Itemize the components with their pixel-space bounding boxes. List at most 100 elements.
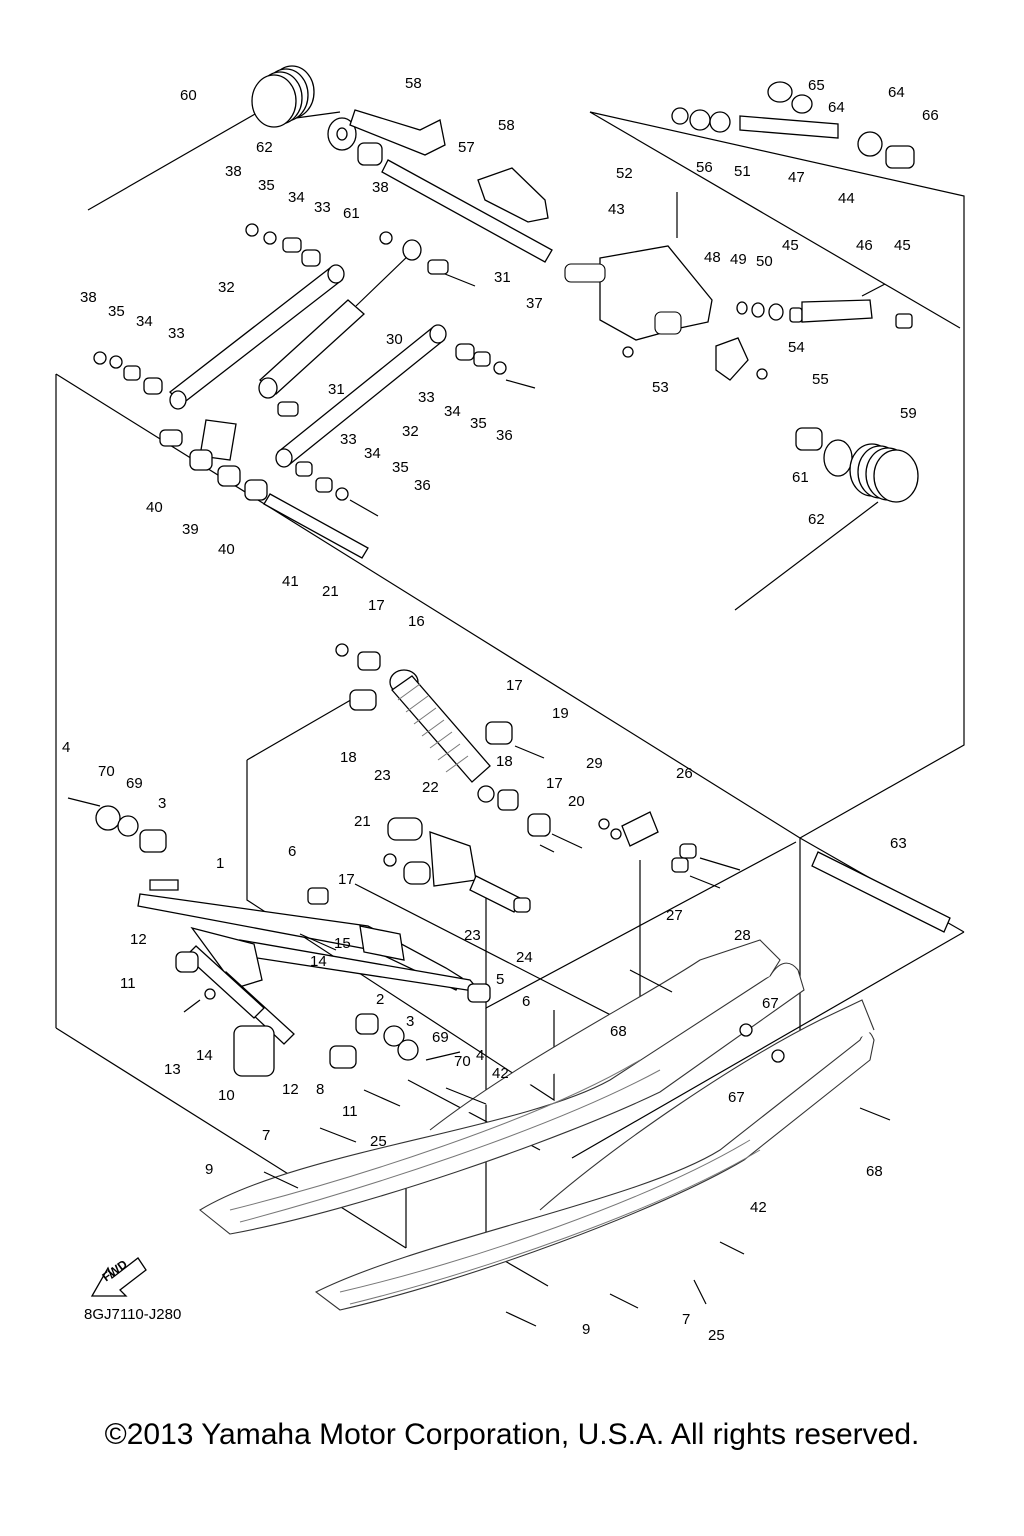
callout-6: 6: [288, 843, 296, 860]
callout-8: 8: [316, 1081, 324, 1098]
callout-33: 33: [314, 199, 331, 216]
callout-34: 34: [288, 189, 305, 206]
callout-19: 19: [552, 705, 569, 722]
callout-69: 69: [126, 775, 143, 792]
callout-61: 61: [792, 469, 809, 486]
callout-14: 14: [196, 1047, 213, 1064]
callout-17: 17: [368, 597, 385, 614]
callout-27: 27: [666, 907, 683, 924]
damper-30: [258, 239, 422, 399]
callout-33: 33: [418, 389, 435, 406]
callout-34: 34: [136, 313, 153, 330]
callout-62: 62: [808, 511, 825, 528]
callout-29: 29: [586, 755, 603, 772]
callout-35: 35: [258, 177, 275, 194]
callout-70: 70: [98, 763, 115, 780]
callout-35: 35: [108, 303, 125, 320]
link-32-right: [275, 324, 447, 468]
washer-49: [751, 302, 765, 318]
upper-frame-lines: [55, 111, 965, 1287]
callout-42: 42: [492, 1065, 509, 1082]
spacer-58-right: [477, 167, 549, 223]
callout-32: 32: [402, 423, 419, 440]
callout-33: 33: [168, 325, 185, 342]
callout-60: 60: [180, 87, 197, 104]
callout-23: 23: [374, 767, 391, 784]
callout-68: 68: [866, 1163, 883, 1180]
bracket-43: [564, 245, 713, 341]
callout-69: 69: [432, 1029, 449, 1046]
callout-15: 15: [334, 935, 351, 952]
spacer-58-left: [349, 109, 446, 156]
callout-2: 2: [376, 991, 384, 1008]
callout-55: 55: [812, 371, 829, 388]
callout-5: 5: [496, 971, 504, 988]
callout-68: 68: [610, 1023, 627, 1040]
callout-11: 11: [342, 1103, 358, 1120]
shaft-57: [381, 159, 553, 263]
callout-63: 63: [890, 835, 907, 852]
callout-18: 18: [340, 749, 357, 766]
clip-48: [736, 301, 748, 315]
callout-54: 54: [788, 339, 805, 356]
diagram-code: 8GJ7110-J280: [84, 1306, 182, 1323]
callout-59: 59: [900, 405, 917, 422]
callout-14: 14: [310, 953, 327, 970]
callout-36: 36: [414, 477, 431, 494]
callout-32: 32: [218, 279, 235, 296]
callout-24: 24: [516, 949, 533, 966]
shaft-63: [811, 851, 951, 933]
callout-49: 49: [730, 251, 747, 268]
shaft-41: [263, 493, 369, 559]
callout-3: 3: [406, 1013, 414, 1030]
callout-43: 43: [608, 201, 625, 218]
callout-53: 53: [652, 379, 669, 396]
callout-9: 9: [582, 1321, 590, 1338]
callout-61: 61: [343, 205, 360, 222]
callout-57: 57: [458, 139, 475, 156]
torsion-spring-left: [87, 65, 341, 211]
callout-45: 45: [782, 237, 799, 254]
plate-26: [598, 811, 741, 889]
callout-34: 34: [364, 445, 381, 462]
slide-rail-lower: [314, 999, 875, 1311]
slide-rail-upper: [199, 939, 805, 1235]
callout-37: 37: [526, 295, 543, 312]
callout-64: 64: [888, 84, 905, 101]
callout-58: 58: [498, 117, 515, 134]
washer-50: [768, 303, 784, 321]
callout-42: 42: [750, 1199, 767, 1216]
callout-36: 36: [496, 427, 513, 444]
plate-39: [159, 419, 268, 501]
callout-11: 11: [120, 975, 136, 992]
nut-53: [622, 346, 634, 358]
callout-20: 20: [568, 793, 585, 810]
callout-44: 44: [838, 190, 855, 207]
callout-7: 7: [682, 1311, 690, 1328]
callout-26: 26: [676, 765, 693, 782]
callout-28: 28: [734, 927, 751, 944]
shock-absorber-16: [335, 643, 583, 849]
callout-1: 1: [216, 855, 224, 872]
callout-16: 16: [408, 613, 425, 630]
left-hardware: [67, 797, 216, 1013]
callout-51: 51: [734, 163, 751, 180]
front-arm-1: [137, 879, 491, 1077]
callout-45: 45: [894, 237, 911, 254]
fwd-arrow-icon: FWD: [90, 1257, 147, 1297]
adjuster-44: [789, 283, 913, 329]
callout-48: 48: [704, 249, 721, 266]
callout-35: 35: [470, 415, 487, 432]
callout-38: 38: [225, 163, 242, 180]
callout-25: 25: [370, 1133, 387, 1150]
callout-10: 10: [218, 1087, 235, 1104]
callout-12: 12: [282, 1081, 299, 1098]
callout-6: 6: [522, 993, 530, 1010]
link-32-left: [169, 264, 345, 410]
callout-33: 33: [340, 431, 357, 448]
callout-41: 41: [282, 573, 299, 590]
callout-56: 56: [696, 159, 713, 176]
callout-13: 13: [164, 1061, 181, 1078]
callout-31: 31: [494, 269, 511, 286]
bolt-36-lower: [349, 499, 379, 517]
